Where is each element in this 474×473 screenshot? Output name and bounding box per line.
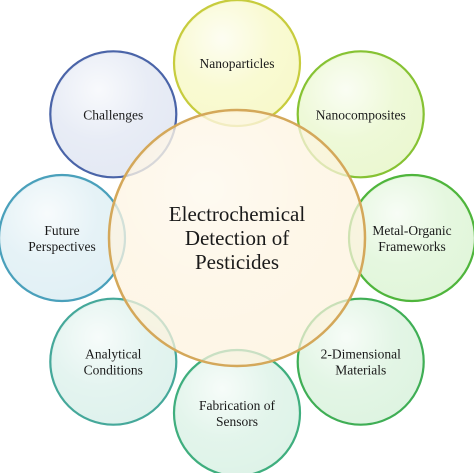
satellite-2-dimensional-materials (296, 297, 425, 426)
satellite-label-nanocomposites: Nanocomposites (316, 107, 406, 122)
satellite-challenges (49, 50, 178, 179)
satellite-nanocomposites (296, 50, 425, 179)
satellite-label-analytical-conditions-line: Conditions (84, 363, 143, 378)
center-title-line: Detection of (185, 226, 289, 250)
satellite-sheen-nanoparticles (176, 2, 298, 124)
satellite-label-future-perspectives-line: Perspectives (28, 239, 95, 254)
center-title-line: Pesticides (195, 250, 279, 274)
satellite-future-perspectives (0, 173, 127, 303)
satellite-label-metal-organic-frameworks-line: Metal-Organic (372, 223, 451, 238)
satellite-label-nanoparticles: Nanoparticles (200, 56, 275, 71)
center-sheen (112, 113, 362, 363)
satellite-label-2-dimensional-materials-line: 2-Dimensional (321, 347, 401, 362)
satellite-sheen-challenges (52, 53, 175, 176)
satellite-sheen-analytical-conditions (52, 300, 175, 423)
satellite-metal-organic-frameworks (347, 173, 474, 303)
satellite-analytical-conditions (49, 297, 178, 426)
label-layer: NanoparticlesNanocompositesMetal-Organic… (28, 56, 451, 429)
satellite-label-challenges: Challenges (83, 107, 143, 122)
satellite-sheen-fabrication-of-sensors (176, 352, 298, 473)
center-title-line: Electrochemical (169, 202, 306, 226)
satellite-fabrication-of-sensors (172, 348, 302, 473)
center-layer (107, 108, 367, 368)
satellite-label-future-perspectives-line: Future (44, 223, 79, 238)
satellite-label-challenges-line: Challenges (83, 107, 143, 122)
satellite-nanoparticles (172, 0, 302, 128)
satellite-label-analytical-conditions-line: Analytical (85, 347, 141, 362)
satellite-label-metal-organic-frameworks-line: Frameworks (378, 239, 446, 254)
satellite-sheen-metal-organic-frameworks (351, 177, 473, 299)
satellite-label-2-dimensional-materials-line: Materials (335, 363, 386, 378)
satellite-label-nanocomposites-line: Nanocomposites (316, 107, 406, 122)
satellite-label-fabrication-of-sensors-line: Sensors (216, 414, 258, 429)
satellite-sheen-future-perspectives (1, 177, 123, 299)
satellite-label-fabrication-of-sensors-line: Fabrication of (199, 398, 276, 413)
satellite-label-nanoparticles-line: Nanoparticles (200, 56, 275, 71)
satellite-sheen-2-dimensional-materials (299, 300, 422, 423)
satellite-sheen-nanocomposites (299, 53, 422, 176)
